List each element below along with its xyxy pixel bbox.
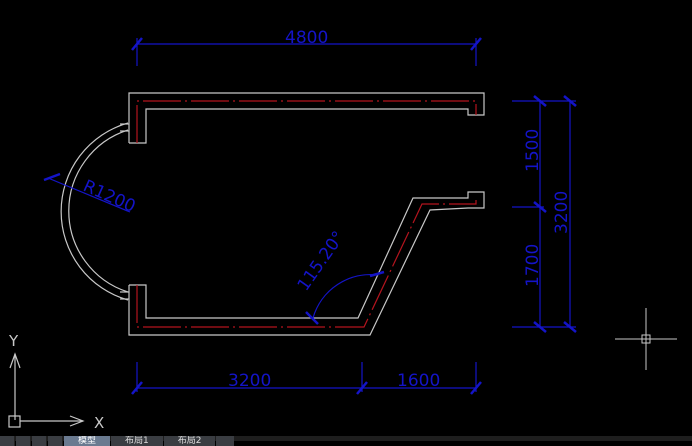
dim-radius: R1200 (80, 176, 138, 217)
tab-nav-prev-button[interactable] (16, 436, 31, 446)
dimension-lines (43, 37, 577, 395)
ucs-y-label: Y (8, 332, 19, 350)
dim-angle: 115.20° (294, 228, 349, 295)
ucs-x-label: X (94, 414, 104, 432)
dim-right-upper: 1500 (523, 129, 543, 172)
wall-outline (60, 92, 485, 336)
crosshair-cursor-icon (615, 308, 677, 370)
tab-nav-last-button[interactable] (48, 436, 63, 446)
dim-bottom-right: 1600 (397, 371, 440, 391)
dim-top-overall: 4800 (285, 28, 328, 48)
dim-bottom-left: 3200 (228, 371, 271, 391)
wall-centerline (136, 100, 477, 328)
tab-model[interactable]: 模型 (64, 436, 111, 446)
tab-nav-first-button[interactable] (0, 436, 15, 446)
tab-layout2[interactable]: 布局2 (163, 436, 216, 446)
ucs-icon (8, 352, 85, 428)
dim-right-lower: 1700 (523, 244, 543, 287)
dim-right-overall: 3200 (552, 191, 572, 234)
tab-layout1[interactable]: 布局1 (111, 436, 163, 446)
tab-add-button[interactable] (216, 436, 235, 446)
tab-nav-next-button[interactable] (32, 436, 47, 446)
layout-tab-bar: 模型 布局1 布局2 (0, 436, 692, 446)
